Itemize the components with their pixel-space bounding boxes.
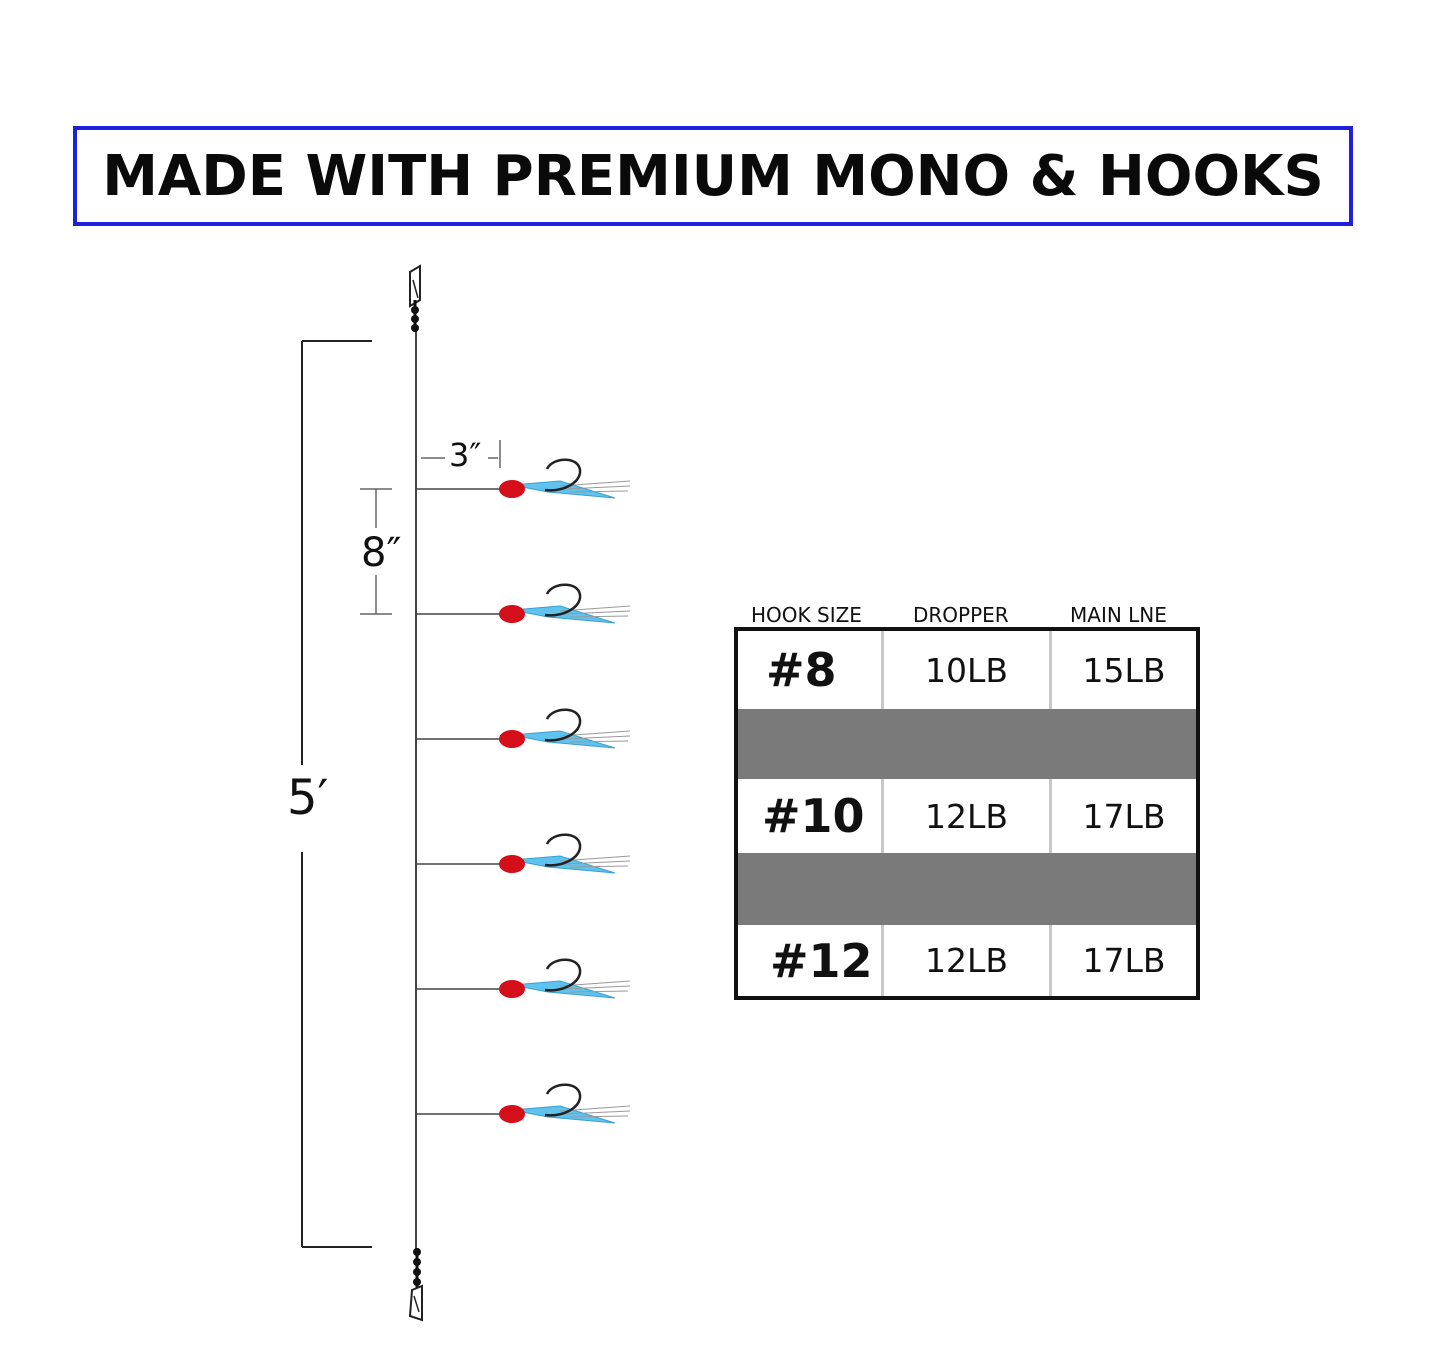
bead-icon (499, 980, 525, 998)
hook-dropper (416, 958, 631, 999)
flash-strand (564, 1110, 631, 1115)
main-line-value: 17LB (1082, 796, 1166, 836)
bottom-swivel-icon (408, 1248, 423, 1322)
header-main-line: MAIN LNE (1070, 603, 1167, 627)
total-length-label: 5′ (287, 770, 329, 826)
table-row: #8 10LB 15LB (738, 631, 1196, 709)
bead-icon (499, 1105, 525, 1123)
hook-size-cell: #12 (738, 925, 884, 996)
flash-strand (564, 610, 631, 615)
flash-strand (569, 990, 629, 993)
hook-dropper (416, 708, 631, 749)
dropper-dimension (421, 440, 501, 468)
hook-spec-table: #8 10LB 15LB #10 12LB 17LB #12 12LB 17LB (734, 627, 1200, 1000)
hook-icon (544, 583, 582, 617)
flash-strand (564, 735, 631, 740)
bead-icon (499, 605, 525, 623)
length-bracket (301, 340, 372, 1248)
main-line-value: 15LB (1082, 650, 1166, 690)
main-line-cell: 17LB (1052, 925, 1196, 996)
header-hook-size: HOOK SIZE (751, 603, 862, 627)
dropper-cell: 12LB (884, 925, 1052, 996)
main-line-cell: 15LB (1052, 631, 1196, 709)
hook-dropper (416, 458, 631, 499)
flash-strand (564, 985, 631, 990)
flash-strand (564, 485, 631, 490)
flash-strand (569, 615, 629, 618)
dropper-length-label: 3″ (449, 436, 482, 474)
table-band (738, 709, 1196, 779)
main-line-cell: 17LB (1052, 779, 1196, 853)
title-banner: MADE WITH PREMIUM MONO & HOOKS (73, 126, 1353, 226)
bead-icon (499, 480, 525, 498)
hook-dropper (416, 583, 631, 624)
hook-size-cell: #10 (738, 779, 884, 853)
dropper-value: 10LB (924, 650, 1008, 690)
flash-strand (569, 1115, 629, 1118)
hook-size-value: #10 (762, 789, 865, 843)
hook-icon (544, 958, 582, 992)
hook-icon (544, 708, 582, 742)
hook-icon (544, 833, 582, 867)
spacing-bracket (360, 488, 392, 615)
dropper-value: 12LB (924, 941, 1008, 980)
hook-icon (544, 1083, 582, 1117)
hook-dropper (416, 833, 631, 874)
flash-strand (569, 865, 629, 868)
table-row: #10 12LB 17LB (738, 779, 1196, 853)
hook-icon (544, 458, 582, 492)
flash-strand (569, 740, 629, 743)
banner-title: MADE WITH PREMIUM MONO & HOOKS (102, 143, 1324, 209)
dropper-value: 12LB (924, 796, 1008, 836)
main-line-value: 17LB (1082, 941, 1166, 980)
hook-size-value: #8 (766, 643, 837, 697)
bead-icon (499, 855, 525, 873)
bead-icon (499, 730, 525, 748)
table-band (738, 853, 1196, 925)
top-swivel-icon (409, 264, 421, 332)
table-row: #12 12LB 17LB (738, 925, 1196, 996)
flash-strand (564, 860, 631, 865)
dropper-cell: 12LB (884, 779, 1052, 853)
dropper-cell: 10LB (884, 631, 1052, 709)
hook-dropper (416, 1083, 631, 1124)
hook-size-value: #12 (770, 933, 873, 988)
header-dropper: DROPPER (913, 603, 1009, 627)
hook-size-cell: #8 (738, 631, 884, 709)
spacing-label: 8″ (361, 530, 402, 576)
hook-droppers (416, 458, 631, 1124)
flash-strand (569, 490, 629, 493)
